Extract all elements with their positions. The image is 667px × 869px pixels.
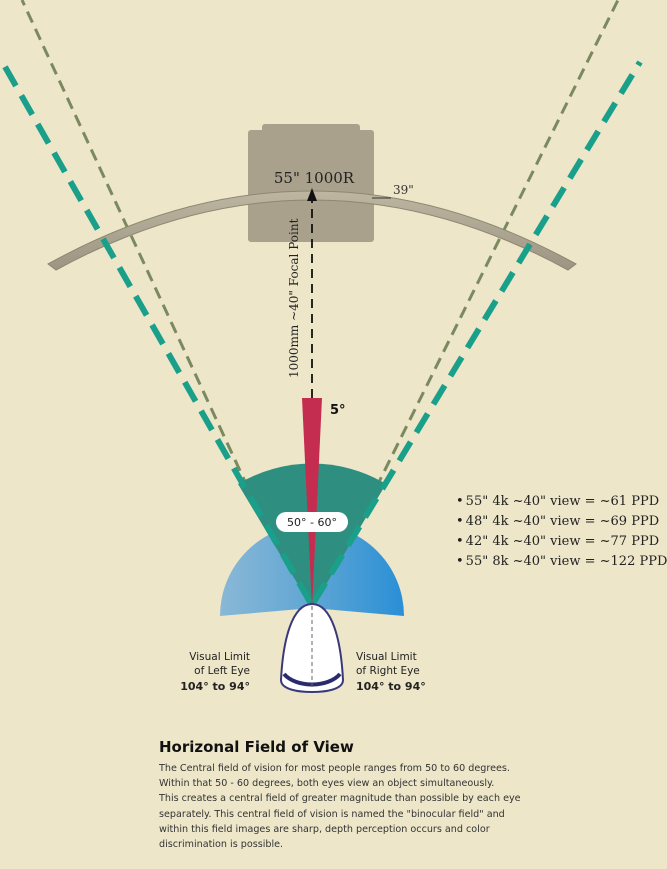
right-eye-line2: of Right Eye bbox=[356, 665, 420, 677]
ppd-item: 55" 4k ~40" view = ~61 PPD bbox=[456, 492, 667, 512]
article: Horizonal Field of View The Central fiel… bbox=[159, 738, 539, 852]
left-eye-line2: of Left Eye bbox=[194, 665, 250, 677]
curved-screen bbox=[47, 190, 577, 271]
narrow-focus-wedge bbox=[302, 398, 322, 608]
article-body: The Central field of vision for most peo… bbox=[159, 763, 521, 851]
focal-arrow-head bbox=[307, 188, 317, 201]
article-title: Horizonal Field of View bbox=[159, 738, 354, 756]
focal-distance-label: 1000mm ~40" Focal Point bbox=[287, 218, 301, 378]
monitor-size-note: 39" bbox=[393, 183, 414, 197]
ppd-item: 55" 8k ~40" view = ~122 PPD bbox=[456, 552, 667, 572]
inner-vision-lines bbox=[0, 56, 643, 604]
monitor-label: 55" 1000R bbox=[274, 169, 355, 187]
viewer-head bbox=[279, 602, 345, 694]
left-eye-range: 104° to 94° bbox=[180, 680, 250, 693]
binocular-angle-label: 50° - 60° bbox=[287, 516, 337, 529]
monitor-stand bbox=[248, 124, 374, 242]
ppd-list: 55" 4k ~40" view = ~61 PPD 48" 4k ~40" v… bbox=[456, 492, 667, 572]
right-eye-line1: Visual Limit bbox=[356, 651, 417, 663]
binocular-label-pill bbox=[276, 512, 348, 532]
narrow-angle-label: 5° bbox=[330, 403, 346, 418]
left-eye-line1: Visual Limit bbox=[189, 651, 250, 663]
ppd-item: 42" 4k ~40" view = ~77 PPD bbox=[456, 532, 667, 552]
right-eye-range: 104° to 94° bbox=[356, 680, 426, 693]
left-eye-label: Visual Limit of Left Eye 104° to 94° bbox=[150, 650, 250, 694]
ppd-item: 48" 4k ~40" view = ~69 PPD bbox=[456, 512, 667, 532]
outer-vision-lines bbox=[20, 0, 620, 489]
field-of-view-diagram: 39" 55" 1000R 5° 1000mm ~40" Focal Point… bbox=[0, 0, 643, 694]
right-eye-label: Visual Limit of Right Eye 104° to 94° bbox=[356, 650, 426, 694]
